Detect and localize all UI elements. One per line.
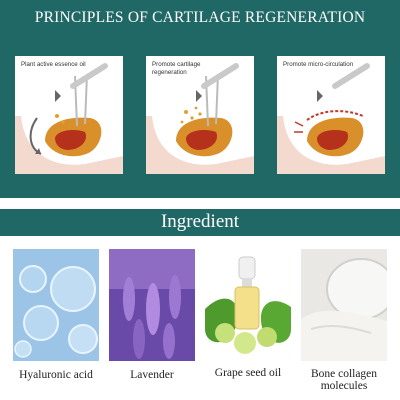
ingredient-caption: Hyaluronic acid bbox=[19, 369, 93, 381]
principle-label: Promote micro-circulation bbox=[283, 61, 354, 68]
principle-card-plant-oil: Plant active essence oil bbox=[15, 56, 123, 174]
ingredient-caption: Grape seed oil bbox=[214, 367, 282, 379]
ingredient-caption: Bone collagen molecules bbox=[310, 368, 378, 392]
principle-label: Promote cartilage regeneration bbox=[152, 61, 201, 76]
ingredient-title: Ingredient bbox=[160, 211, 240, 232]
grape-seed-oil-image bbox=[205, 249, 291, 361]
joint-diagram-1 bbox=[15, 63, 123, 174]
principle-card-cartilage: Promote cartilage regeneration bbox=[146, 56, 254, 174]
ingredient-caption: Lavender bbox=[130, 369, 174, 381]
ingredient-banner: Ingredient bbox=[0, 209, 400, 236]
joint-diagram-3 bbox=[277, 63, 385, 174]
joint-diagram-2 bbox=[146, 63, 254, 174]
principles-title: PRINCIPLES OF CARTILAGE REGENERATION bbox=[34, 9, 366, 26]
principle-label: Plant active essence oil bbox=[21, 61, 86, 68]
hyaluronic-acid-image bbox=[13, 249, 99, 361]
principles-banner: PRINCIPLES OF CARTILAGE REGENERATION Pla… bbox=[0, 0, 400, 198]
lavender-image bbox=[109, 249, 195, 361]
principle-card-circulation: Promote micro-circulation bbox=[277, 56, 385, 174]
bone-collagen-image bbox=[301, 249, 387, 361]
